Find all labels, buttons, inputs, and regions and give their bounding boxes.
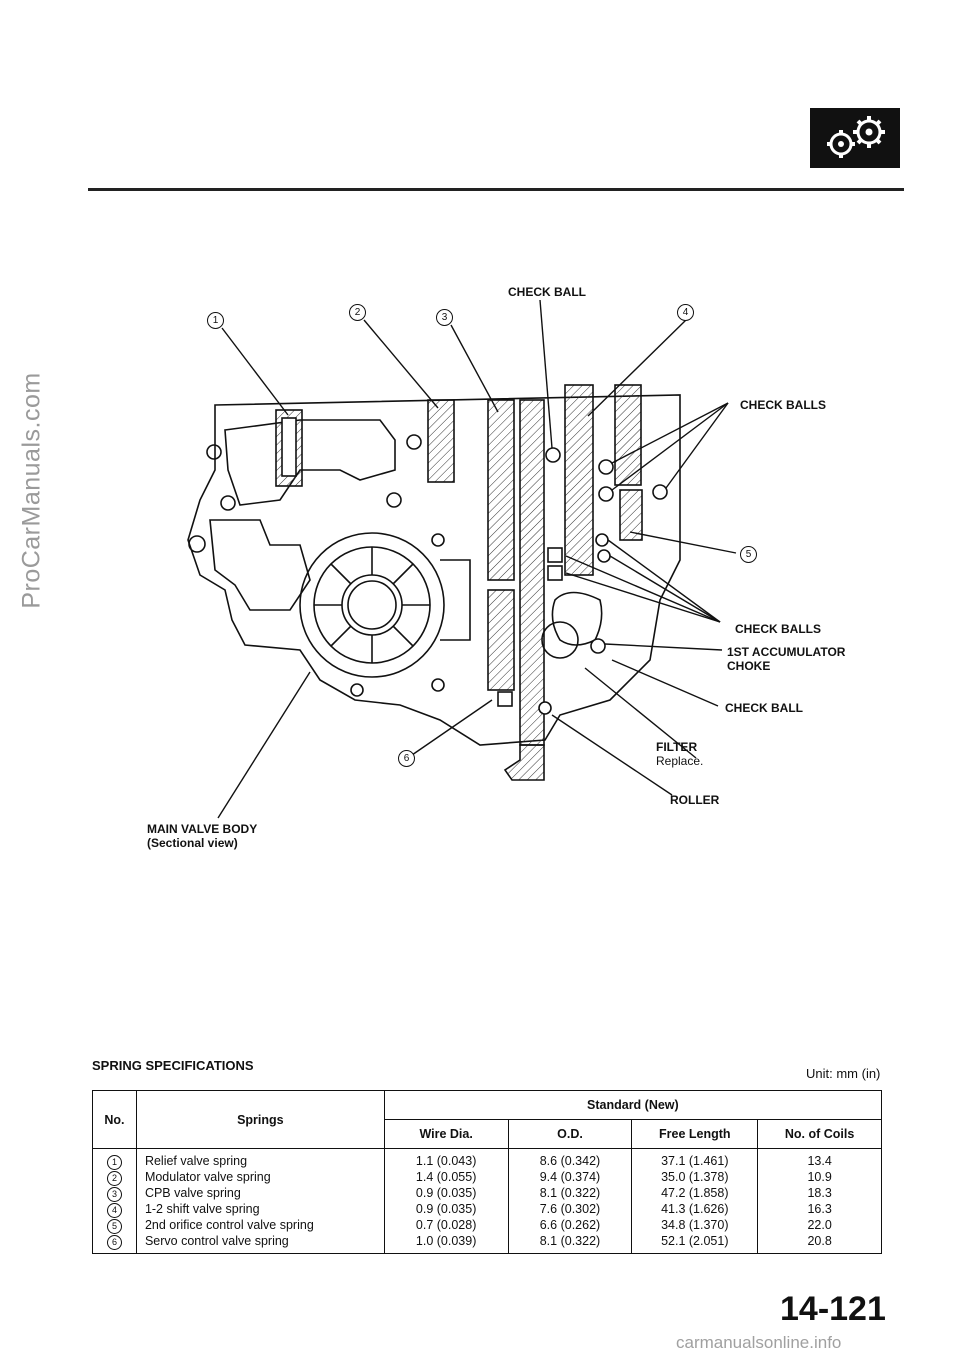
free-length: 37.1 (1.461) (661, 1154, 729, 1168)
label-check-ball-right: CHECK BALL (725, 701, 803, 715)
label-check-balls-upper: CHECK BALLS (740, 398, 826, 412)
diagram-caption: MAIN VALVE BODY (Sectional view) (147, 822, 257, 850)
label-check-balls-lower: CHECK BALLS (735, 622, 821, 636)
wire-dia: 1.4 (0.055) (415, 1170, 477, 1184)
label-check-ball-top: CHECK BALL (508, 285, 586, 299)
label-1st-accumulator: 1ST ACCUMULATOR CHOKE (727, 645, 845, 673)
diagram-caption-sub: (Sectional view) (147, 836, 238, 850)
outer-diameter: 8.1 (0.322) (539, 1186, 601, 1200)
table-row: 1 2 3 4 5 6 Relief valve spring Modulato… (92, 1148, 882, 1254)
free-length: 41.3 (1.626) (661, 1202, 729, 1216)
wire-dia: 1.1 (0.043) (415, 1154, 477, 1168)
callout-number-1: 1 (207, 312, 224, 329)
coil-count: 20.8 (807, 1234, 832, 1248)
col-coils: 13.4 10.9 18.3 16.3 22.0 20.8 (757, 1148, 882, 1254)
col-od: 8.6 (0.342) 9.4 (0.374) 8.1 (0.322) 7.6 … (507, 1148, 633, 1254)
callout-number-6: 6 (398, 750, 415, 767)
spring-name: Modulator valve spring (144, 1170, 271, 1184)
free-length: 34.8 (1.370) (661, 1218, 729, 1232)
row-number: 2 (106, 1171, 122, 1186)
header-free-length: Free Length (631, 1119, 759, 1149)
callout-number-4: 4 (677, 304, 694, 321)
label-1st-accumulator-sub: CHOKE (727, 659, 771, 673)
spring-name: 2nd orifice control valve spring (144, 1218, 314, 1232)
header-standard: Standard (New) (383, 1090, 883, 1120)
label-1st-accumulator-title: 1ST ACCUMULATOR (727, 645, 846, 659)
label-filter: FILTER Replace. (656, 740, 703, 768)
spring-name: CPB valve spring (144, 1186, 241, 1200)
header-coils: No. of Coils (757, 1119, 882, 1149)
row-number: 4 (106, 1203, 122, 1218)
wire-dia: 0.7 (0.028) (415, 1218, 477, 1232)
row-number: 1 (106, 1155, 122, 1170)
callout-number-3: 3 (436, 309, 453, 326)
header-wire-dia: Wire Dia. (383, 1119, 509, 1149)
header-od: O.D. (507, 1119, 633, 1149)
spring-specs-unit: Unit: mm (in) (806, 1066, 881, 1081)
row-number: 5 (106, 1219, 122, 1234)
coil-count: 22.0 (807, 1218, 832, 1232)
label-filter-sub: Replace. (656, 754, 704, 768)
coil-count: 16.3 (807, 1202, 832, 1216)
col-springs: Relief valve spring Modulator valve spri… (135, 1148, 385, 1254)
wire-dia: 0.9 (0.035) (415, 1186, 477, 1200)
page-number: 14-121 (780, 1290, 886, 1328)
spring-name: Servo control valve spring (144, 1234, 289, 1248)
spring-specs-title: SPRING SPECIFICATIONS (92, 1058, 254, 1073)
row-number: 6 (106, 1235, 122, 1250)
spring-name: Relief valve spring (144, 1154, 248, 1168)
spring-name: 1-2 shift valve spring (144, 1202, 260, 1216)
callout-number-5: 5 (740, 546, 757, 563)
col-no: 1 2 3 4 5 6 (92, 1148, 137, 1254)
outer-diameter: 6.6 (0.262) (539, 1218, 601, 1232)
outer-diameter: 7.6 (0.302) (539, 1202, 601, 1216)
outer-diameter: 8.6 (0.342) (539, 1154, 601, 1168)
coil-count: 13.4 (807, 1154, 832, 1168)
outer-diameter: 8.1 (0.322) (539, 1234, 601, 1248)
coil-count: 18.3 (807, 1186, 832, 1200)
col-free-length: 37.1 (1.461) 35.0 (1.378) 47.2 (1.858) 4… (631, 1148, 759, 1254)
free-length: 47.2 (1.858) (661, 1186, 729, 1200)
footer-watermark: carmanualsonline.info (676, 1333, 842, 1352)
wire-dia: 1.0 (0.039) (415, 1234, 477, 1248)
wire-dia: 0.9 (0.035) (415, 1202, 477, 1216)
gears-icon (810, 108, 900, 168)
header-springs: Springs (135, 1090, 385, 1149)
header-rule (88, 188, 904, 191)
free-length: 35.0 (1.378) (661, 1170, 729, 1184)
label-roller: ROLLER (670, 793, 720, 807)
diagram-caption-title: MAIN VALVE BODY (147, 822, 258, 836)
outer-diameter: 9.4 (0.374) (539, 1170, 601, 1184)
col-wire-dia: 1.1 (0.043) 1.4 (0.055) 0.9 (0.035) 0.9 … (383, 1148, 509, 1254)
label-filter-title: FILTER (656, 740, 698, 754)
header-no: No. (92, 1090, 137, 1149)
spring-specs-table: No. Springs Standard (New) Wire Dia. O.D… (92, 1090, 883, 1254)
free-length: 52.1 (2.051) (661, 1234, 729, 1248)
row-number: 3 (106, 1187, 122, 1202)
callout-number-2: 2 (349, 304, 366, 321)
coil-count: 10.9 (807, 1170, 832, 1184)
